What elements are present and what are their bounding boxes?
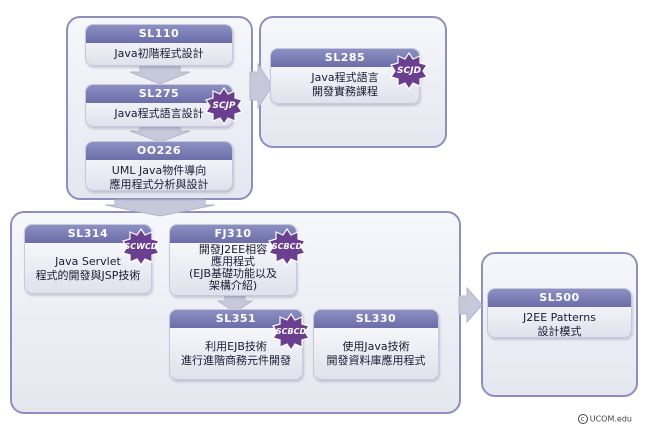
course-title: UML Java物件導向 應用程式分析與設計 bbox=[109, 164, 209, 191]
certification-badge-scbcd: SCBCD bbox=[268, 228, 306, 266]
course-title: J2EE Patterns 設計模式 bbox=[523, 311, 596, 338]
course-code: OO226 bbox=[86, 142, 232, 160]
copyright-text: UCOM.edu bbox=[589, 414, 632, 424]
course-card-oo226[interactable]: OO226 UML Java物件導向 應用程式分析與設計 bbox=[85, 141, 233, 191]
arrow-sl110-to-sl275 bbox=[129, 65, 191, 85]
course-code: SL500 bbox=[488, 289, 631, 307]
course-code: SL314 bbox=[25, 225, 151, 243]
course-title: Java初階程式設計 bbox=[114, 47, 204, 60]
certification-badge-scjp: SCJP bbox=[205, 87, 243, 125]
course-code: SL275 bbox=[86, 85, 232, 103]
arrow-j2ee-to-patterns bbox=[458, 286, 483, 324]
course-card-sl330[interactable]: SL330 使用Java技術 開發資料庫應用程式 bbox=[313, 309, 439, 380]
course-code: SL110 bbox=[86, 25, 232, 43]
arrow-core-to-developer bbox=[249, 62, 273, 110]
course-card-sl500[interactable]: SL500 J2EE Patterns 設計模式 bbox=[487, 288, 632, 338]
arrow-fj310-to-sl351 bbox=[216, 295, 254, 313]
course-title: Java程式語言設計 bbox=[114, 107, 204, 120]
arrow-core-to-j2ee bbox=[104, 199, 216, 217]
course-title: Java Servlet 程式的開發與JSP技術 bbox=[35, 255, 141, 282]
badge-label: SCBCD bbox=[271, 242, 303, 251]
certification-badge-scwcd: SCWCD bbox=[122, 228, 160, 266]
course-card-sl110[interactable]: SL110 Java初階程式設計 bbox=[85, 24, 233, 66]
course-title: Java程式語言 開發實務課程 bbox=[311, 71, 379, 98]
arrow-sl275-to-oo226 bbox=[129, 126, 191, 143]
course-code: SL351 bbox=[170, 310, 302, 328]
badge-label: SCWCD bbox=[124, 242, 158, 251]
course-code: SL330 bbox=[314, 310, 438, 328]
badge-label: SCJD bbox=[397, 66, 421, 76]
certification-badge-scjd: SCJD bbox=[390, 52, 428, 90]
course-title: 使用Java技術 開發資料庫應用程式 bbox=[326, 340, 426, 367]
course-code: FJ310 bbox=[170, 225, 296, 243]
badge-label: SCBCD bbox=[275, 327, 307, 336]
course-title: 開發J2EE相容 應用程式 (EJB基礎功能以及 架構介紹) bbox=[188, 243, 278, 292]
certification-badge-scbcd: SCBCD bbox=[272, 313, 310, 351]
course-title: 利用EJB技術 進行進階商務元件開發 bbox=[181, 340, 291, 367]
course-card-sl275[interactable]: SL275 Java程式語言設計 bbox=[85, 84, 233, 127]
course-code: SL285 bbox=[271, 49, 419, 67]
copyright-icon: c bbox=[577, 414, 588, 424]
badge-label: SCJP bbox=[212, 101, 236, 111]
